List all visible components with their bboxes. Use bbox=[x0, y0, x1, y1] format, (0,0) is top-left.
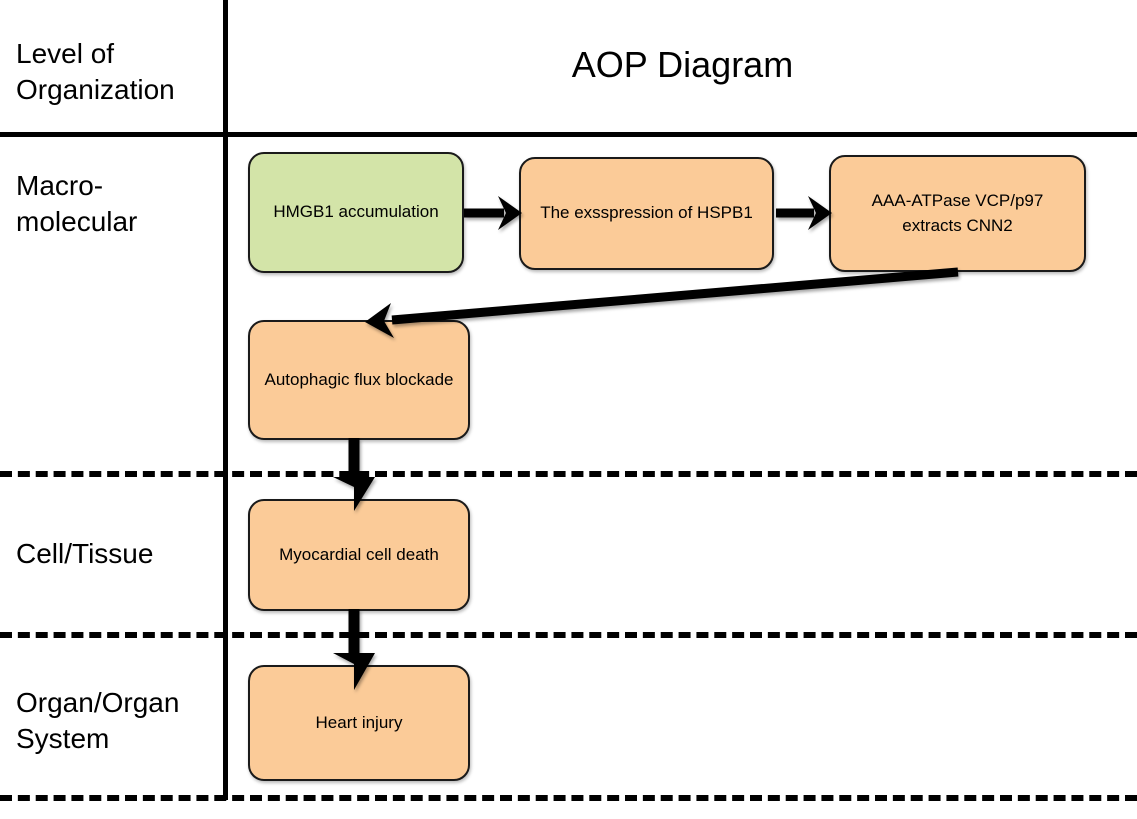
level-divider-bottom bbox=[0, 795, 1137, 801]
edge-hspb1-to-vcp-arrow bbox=[776, 196, 832, 230]
row-label-macromolecular-line-2: molecular bbox=[16, 205, 138, 237]
level-header-line-1: Level of bbox=[16, 38, 115, 69]
level-divider-macro-cell bbox=[0, 471, 1137, 477]
level-divider-cell-organ bbox=[0, 632, 1137, 638]
row-label-organ-system: Organ/Organ System bbox=[16, 685, 216, 757]
edge-hmgb1-to-hspb1-arrow bbox=[464, 196, 522, 230]
level-of-organization-header: Level of Organization bbox=[16, 36, 216, 108]
column-divider-line bbox=[223, 0, 228, 800]
row-label-cell-tissue-line-1: Cell/Tissue bbox=[16, 538, 154, 569]
node-vcp-p97-extracts-cnn2[interactable]: AAA-ATPase VCP/p97 extracts CNN2 bbox=[829, 155, 1086, 272]
node-autophagic-flux-blockade[interactable]: Autophagic flux blockade bbox=[248, 320, 470, 440]
node-heart-injury[interactable]: Heart injury bbox=[248, 665, 470, 781]
row-label-cell-tissue: Cell/Tissue bbox=[16, 536, 216, 572]
row-label-macromolecular: Macro- molecular bbox=[16, 168, 216, 240]
row-label-organ-system-line-2: System bbox=[16, 722, 110, 754]
row-label-organ-system-line-1: Organ/Organ bbox=[16, 687, 180, 718]
diagram-title: AOP Diagram bbox=[571, 44, 794, 85]
node-myocardial-cell-death[interactable]: Myocardial cell death bbox=[248, 499, 470, 611]
row-label-macromolecular-line-1: Macro- bbox=[16, 170, 104, 201]
header-divider-line bbox=[0, 132, 1137, 137]
node-hspb1-expression[interactable]: The exsspression of HSPB1 bbox=[519, 157, 774, 270]
node-hmgb1-accumulation[interactable]: HMGB1 accumulation bbox=[248, 152, 464, 273]
level-header-line-2: Organization bbox=[16, 73, 175, 105]
